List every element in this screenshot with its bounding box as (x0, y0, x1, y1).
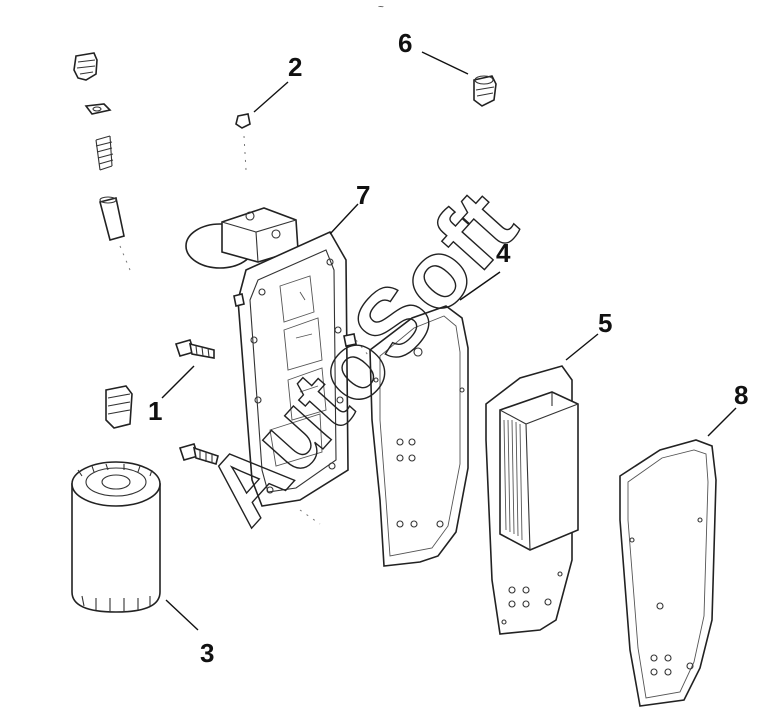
callout-6: 6 (398, 28, 412, 58)
bolts-1 (105, 339, 219, 466)
plug-screw-2 (235, 113, 251, 171)
plug-6 (473, 75, 497, 107)
cooler-housing-7 (185, 207, 373, 525)
gasket-8 (619, 439, 717, 707)
callout-4: 4 (496, 238, 511, 268)
callout-1: 1 (148, 396, 162, 426)
callout-5: 5 (598, 308, 612, 338)
gasket-4 (369, 305, 469, 567)
callout-labels: 1 2 3 4 5 6 7 8 (148, 28, 748, 668)
callout-3: 3 (200, 638, 214, 668)
oil-filter-3 (71, 461, 161, 613)
relief-valve-parts (73, 52, 131, 271)
leader-lines (161, 51, 737, 631)
callout-8: 8 (734, 380, 748, 410)
callout-2: 2 (288, 52, 302, 82)
oil-cooler-core-5 (485, 365, 579, 635)
header-mark: ~ (378, 2, 384, 13)
callout-7: 7 (356, 180, 370, 210)
